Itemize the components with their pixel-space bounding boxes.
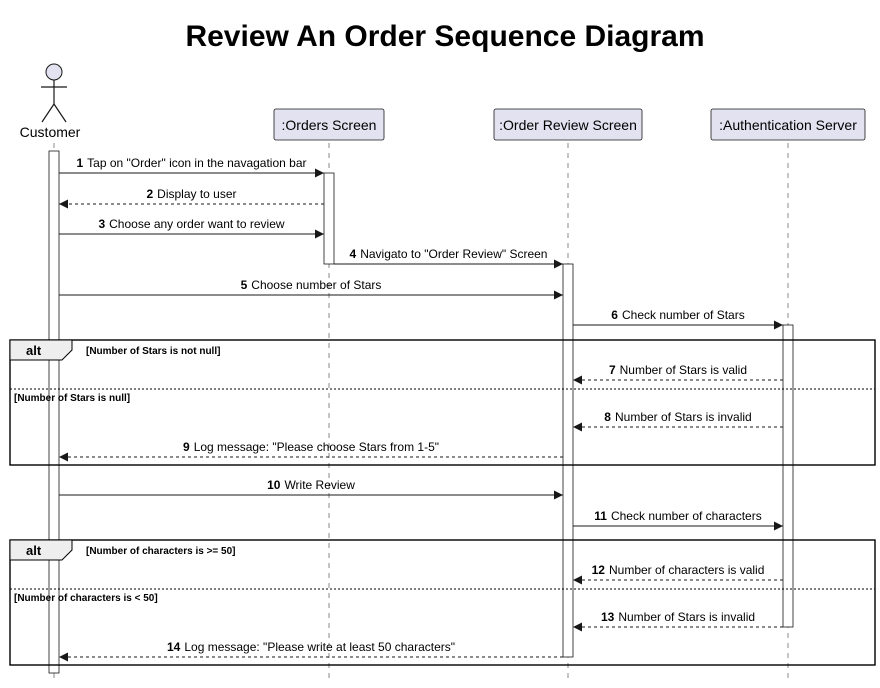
message-text: Write Review [284,478,355,492]
message-text: Check number of Stars [622,308,745,322]
message-label-9: 9 Log message: "Please choose Stars from … [183,440,439,454]
message-label-11: 11 Check number of characters [594,509,761,523]
message-number: 13 [601,610,615,624]
message-number: 4 [350,247,357,261]
message-text: Choose number of Stars [251,278,381,292]
activation-bar-review [562,263,574,658]
message-text: Number of characters is valid [609,563,764,577]
alt-fragment-frame [9,339,876,466]
message-text: Number of Stars is valid [620,363,747,377]
message-number: 12 [592,563,606,577]
activation-bar-customer [48,150,60,674]
actor-left-leg [41,103,55,123]
message-text: Number of Stars is invalid [615,410,752,424]
message-number: 8 [604,410,611,424]
message-text: Check number of characters [611,509,762,523]
actor-label: Customer [20,124,81,140]
alt-fragment-label: alt [26,343,42,358]
alt-fragment-label: alt [26,543,42,558]
message-text: Display to user [157,187,236,201]
message-number: 7 [609,363,616,377]
message-label-7: 7 Number of Stars is valid [609,363,747,377]
alt-guard-text: [Number of characters is < 50] [14,593,158,604]
actor-right-leg [53,103,67,123]
alt-guard-text: [Number of Stars is not null] [86,346,220,357]
alt-guard-text: [Number of Stars is null] [14,393,130,404]
diagram-title: Review An Order Sequence Diagram [185,20,704,53]
message-text: Tap on "Order" icon in the navagation ba… [87,156,306,170]
message-label-6: 6 Check number of Stars [611,308,744,322]
message-text: Log message: "Please write at least 50 c… [184,640,455,654]
message-label-8: 8 Number of Stars is invalid [604,410,751,424]
participant-label-orders: :Orders Screen [282,117,377,133]
message-text: Log message: "Please choose Stars from 1… [194,440,439,454]
participant-box-auth [710,108,866,141]
participant-box-orders [273,108,385,141]
message-number: 6 [611,308,618,322]
message-number: 10 [267,478,281,492]
alt-fragment-frame [9,539,876,666]
message-label-1: 1 Tap on "Order" icon in the navagation b… [76,156,306,170]
alt-fragment-tab [9,339,73,361]
message-label-2: 2 Display to user [146,187,236,201]
participant-label-review: :Order Review Screen [499,117,637,133]
message-number: 3 [98,217,105,231]
message-text: Number of Stars is invalid [618,610,755,624]
actor-head [45,63,63,81]
message-text: Choose any order want to review [109,217,285,231]
alt-guard-text: [Number of characters is >= 50] [86,546,236,557]
activation-bar-auth [782,324,794,628]
message-number: 9 [183,440,190,454]
activation-bar-orders [323,172,335,265]
message-label-3: 3 Choose any order want to review [98,217,284,231]
alt-fragment-tab [9,539,73,561]
message-number: 5 [241,278,248,292]
actor-customer [41,63,67,123]
participant-label-auth: :Authentication Server [719,117,857,133]
message-number: 14 [167,640,181,654]
message-number: 2 [146,187,153,201]
message-text: Navigato to "Order Review" Screen [360,247,547,261]
message-number: 1 [76,156,83,170]
participant-box-review [493,108,643,141]
message-number: 11 [594,509,607,523]
